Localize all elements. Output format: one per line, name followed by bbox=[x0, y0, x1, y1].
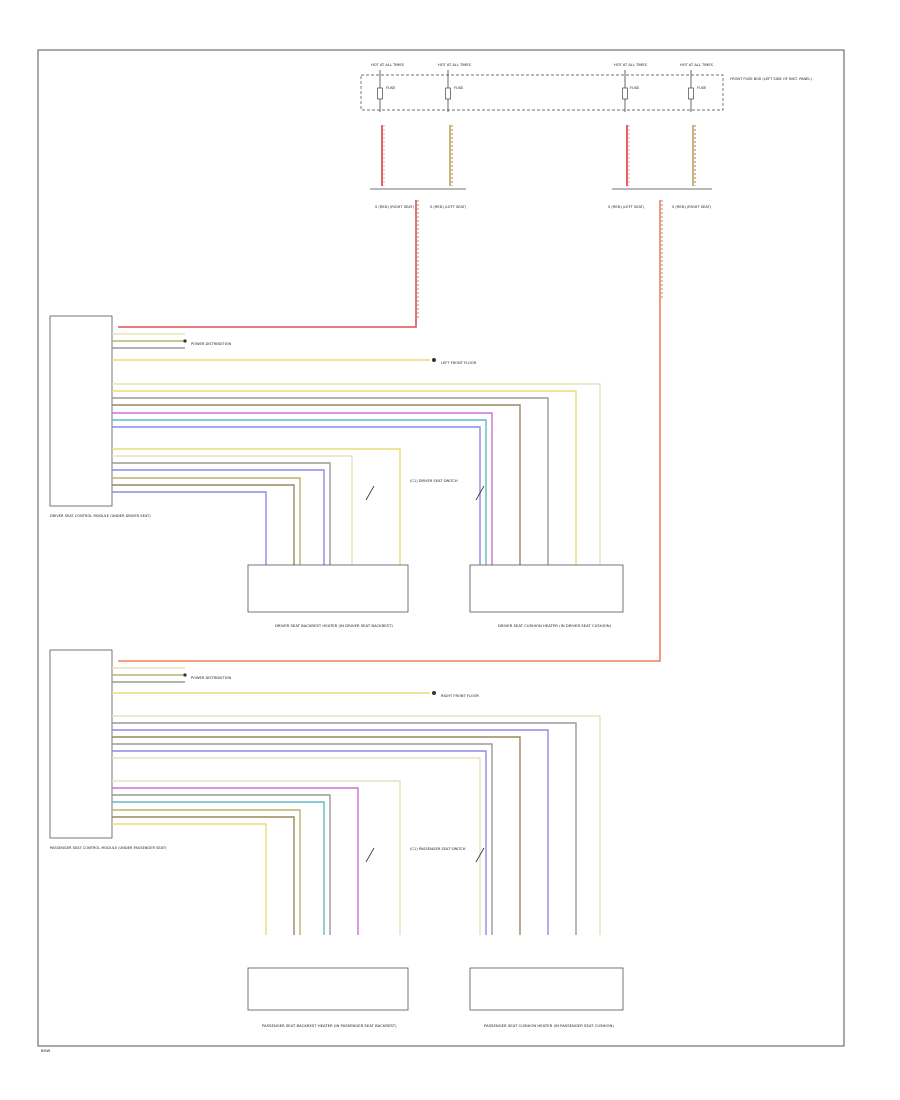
driver-pwr-node-icon bbox=[183, 339, 187, 343]
fuse-2-label: FUSE bbox=[454, 86, 464, 90]
driver-switch-wires bbox=[112, 448, 401, 565]
wire-feed-passenger bbox=[118, 200, 661, 662]
passenger-cushion-heater-label: PASSENGER SEAT CUSHION HEATER (IN PASSEN… bbox=[484, 1023, 614, 1028]
driver-module-label: DRIVER SEAT CONTROL MODULE (UNDER DRIVER… bbox=[50, 514, 151, 518]
wire-d-g3-7 bbox=[112, 491, 267, 565]
wire-p-g3-4 bbox=[112, 801, 325, 935]
passenger-seat-switch-icon-2 bbox=[475, 847, 485, 863]
driver-seat-switch-icon-2 bbox=[475, 485, 485, 501]
fuse-4-hot-label: HOT AT ALL TIMES bbox=[680, 63, 714, 67]
fuse-4-label: FUSE bbox=[697, 86, 707, 90]
wire-p-g2-7 bbox=[112, 757, 481, 935]
fuse-1-hot-label: HOT AT ALL TIMES bbox=[371, 63, 405, 67]
wire-d-g3-3 bbox=[112, 462, 331, 565]
driver-seat-switch-label: (C1) DRIVER SEAT SWITCH bbox=[410, 479, 458, 483]
wire-d-g2-6 bbox=[112, 419, 487, 565]
fuse-1-icon bbox=[377, 70, 383, 112]
wire-feed-driver bbox=[118, 200, 417, 328]
splice-label-4: S (RED) (RIGHT SEAT) bbox=[672, 205, 712, 209]
fuse-1-label: FUSE bbox=[386, 86, 396, 90]
passenger-power-wires: POWER DISTRIBUTION RIGHT FRONT FLOOR bbox=[112, 667, 479, 698]
corner-code: BMW bbox=[41, 1049, 51, 1053]
wire-d-g3-4 bbox=[112, 469, 325, 565]
passenger-cushion-heater-box bbox=[469, 967, 624, 1011]
wire-p-g2-5 bbox=[112, 743, 493, 935]
driver-cushion-heater-box bbox=[469, 564, 624, 613]
wire-d-g3-2 bbox=[112, 455, 353, 565]
wire-p-g3-3 bbox=[112, 794, 331, 935]
passenger-switch-wires bbox=[112, 780, 401, 935]
diagram-frame bbox=[37, 49, 845, 1047]
passenger-backrest-heater-box bbox=[247, 967, 409, 1011]
passenger-seat-module bbox=[49, 649, 113, 839]
wire-p-g3-7 bbox=[112, 823, 267, 935]
wire-p-g2-3 bbox=[112, 729, 549, 935]
driver-ground-label: LEFT FRONT FLOOR bbox=[441, 361, 477, 365]
passenger-heater-wires bbox=[112, 715, 601, 935]
wire-p-g2-6 bbox=[112, 750, 487, 935]
fuse-box-note: FRONT FUSE BOX (LEFT SIDE OF INST. PANEL… bbox=[730, 77, 812, 81]
wire-d-g3-1 bbox=[112, 448, 401, 565]
wire-d-g2-1 bbox=[112, 383, 601, 565]
driver-seat-switch-icon-1 bbox=[365, 485, 375, 501]
wire-p-g2-4 bbox=[112, 736, 521, 935]
passenger-ground-icon bbox=[432, 691, 436, 695]
wire-p-g3-6 bbox=[112, 816, 295, 935]
passenger-backrest-heater-label: PASSENGER SEAT BACKREST HEATER (IN PASSE… bbox=[262, 1023, 397, 1028]
wire-d-g3-5 bbox=[112, 477, 301, 565]
driver-heater-wires bbox=[112, 383, 601, 565]
wire-d-g2-7 bbox=[112, 426, 481, 565]
passenger-seat-switch-icon-1 bbox=[365, 847, 375, 863]
passenger-seat-switch-label: (C1) PASSENGER SEAT SWITCH bbox=[410, 847, 466, 851]
fuse-4-icon bbox=[688, 70, 694, 112]
fuse-box-outline bbox=[360, 74, 724, 111]
driver-power-wires: POWER DISTRIBUTION LEFT FRONT FLOOR bbox=[112, 333, 477, 365]
wire-d-g2-3 bbox=[112, 397, 549, 565]
fuse-3-hot-label: HOT AT ALL TIMES bbox=[614, 63, 648, 67]
driver-backrest-heater-box bbox=[247, 564, 409, 613]
driver-ground-icon bbox=[432, 358, 436, 362]
fuse-3-label: FUSE bbox=[630, 86, 640, 90]
driver-backrest-heater-label: DRIVER SEAT BACKREST HEATER (IN DRIVER S… bbox=[275, 623, 393, 628]
driver-cushion-heater-label: DRIVER SEAT CUSHION HEATER (IN DRIVER SE… bbox=[498, 623, 612, 628]
passenger-pwr-node-icon bbox=[183, 673, 187, 677]
wire-p-g2-2 bbox=[112, 722, 577, 935]
driver-seat-module bbox=[49, 315, 113, 507]
wire-p-g3-5 bbox=[112, 809, 301, 935]
wire-p-g2-1 bbox=[112, 715, 601, 935]
fuse-2-icon bbox=[445, 70, 451, 112]
wire-d-g3-6 bbox=[112, 484, 295, 565]
splice-label-2: S (RED) (LEFT SEAT) bbox=[430, 205, 467, 209]
wire-d-g2-4 bbox=[112, 404, 521, 565]
wire-p-g3-2 bbox=[112, 787, 359, 935]
wire-d-g2-2 bbox=[112, 390, 577, 565]
passenger-ground-label: RIGHT FRONT FLOOR bbox=[441, 694, 479, 698]
passenger-pwr-dist-label: POWER DISTRIBUTION bbox=[191, 676, 231, 680]
fuse-box: HOT AT ALL TIMES HOT AT ALL TIMES HOT AT… bbox=[360, 63, 812, 112]
driver-pwr-dist-label: POWER DISTRIBUTION bbox=[191, 342, 231, 346]
fuse-leads bbox=[370, 125, 712, 190]
splice-label-3: S (RED) (LEFT SEAT) bbox=[608, 205, 645, 209]
fuse-2-hot-label: HOT AT ALL TIMES bbox=[438, 63, 472, 67]
passenger-module-label: PASSENGER SEAT CONTROL MODULE (UNDER PAS… bbox=[50, 846, 167, 850]
wire-d-g2-5 bbox=[112, 412, 493, 565]
splice-label-1: S (RED) (RIGHT SEAT) bbox=[375, 205, 415, 209]
wire-p-g3-1 bbox=[112, 780, 401, 935]
fuse-3-icon bbox=[622, 70, 628, 112]
feed-wires bbox=[118, 200, 663, 662]
